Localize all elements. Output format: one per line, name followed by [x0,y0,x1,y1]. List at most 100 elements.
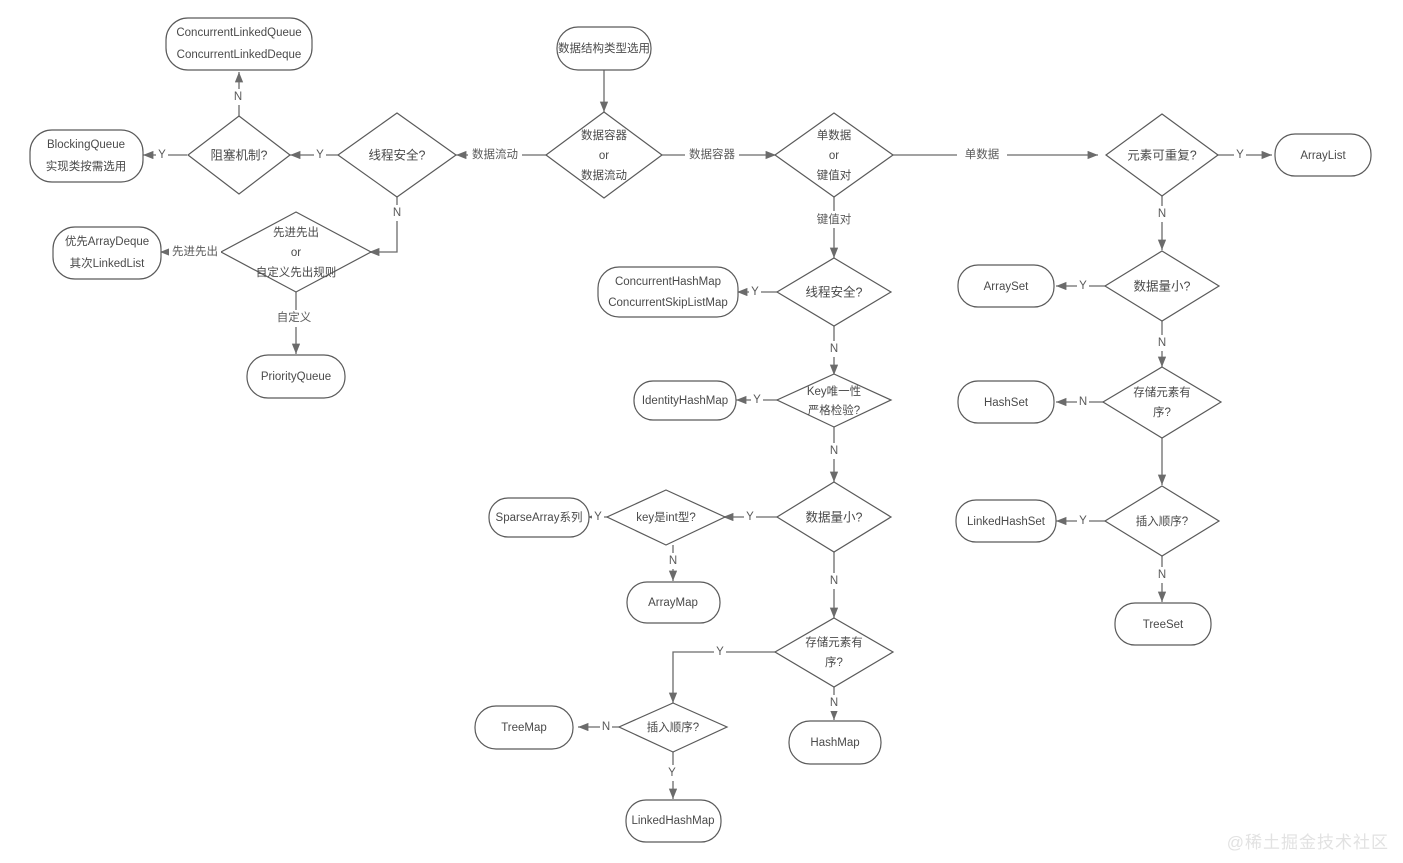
edge-label-n10: N [1158,337,1166,349]
edge-label-n-set-ordered: N [1079,396,1087,408]
node-map-small-data[interactable]: 数据量小? [775,481,893,553]
edge-label-n1: N [234,91,242,103]
node-fifo-or-custom-label-2: or [291,247,301,259]
node-set-insert-order[interactable]: 插入顺序? [1103,485,1221,557]
node-container-or-flow-label-2: or [599,150,609,162]
node-linked-hash-map[interactable]: LinkedHashMap [625,799,722,843]
node-map-ordered[interactable]: 存储元素有 序? [773,617,895,688]
node-priority-queue-label: PriorityQueue [261,371,331,383]
edge-mapordered-y-mapinsertorder [668,651,779,703]
node-element-repeat-label: 元素可重复? [1127,147,1197,162]
edges-layer [143,70,1272,799]
node-key-is-int-label: key是int型? [636,510,695,524]
node-key-unique-label-2: 严格检验? [808,403,860,417]
node-array-map-label: ArrayMap [648,597,698,609]
node-concurrent-linked[interactable]: ConcurrentLinkedQueue ConcurrentLinkedDe… [165,17,313,71]
node-array-set[interactable]: ArraySet [957,264,1055,308]
node-blocking-queue[interactable]: BlockingQueue 实现类按需选用 [29,129,144,183]
node-concurrent-linked-label-2: ConcurrentLinkedDeque [177,49,302,61]
node-key-unique[interactable]: Key唯一性 严格检验? [775,373,893,428]
edge-label-n6: N [830,575,838,587]
node-single-or-kv-label-2: or [829,150,839,162]
edge-label-y10: Y [1079,280,1087,292]
edge-label-y-set-insert: Y [1079,515,1087,527]
node-hash-map[interactable]: HashMap [788,720,882,765]
edge-label-n3: N [830,343,838,355]
node-linked-hash-map-label: LinkedHashMap [631,815,714,827]
edge-label-n7: N [830,697,838,709]
edge-labels-layer: 数据流动 数据容器 单数据 键值对 先进先出 自定义 Y Y Y Y Y Y Y… [156,89,1246,781]
node-element-repeat[interactable]: 元素可重复? [1104,113,1220,197]
node-hash-map-label: HashMap [810,737,859,749]
node-thread-safe-map-label: 线程安全? [806,284,863,299]
edge-label-y2: Y [158,149,166,161]
node-hash-set-label: HashSet [984,397,1029,409]
edge-label-n2: N [393,207,401,219]
node-container-or-flow-label-1: 数据容器 [581,128,627,142]
edge-label-single-data: 单数据 [965,147,1000,161]
node-map-ordered-label-2: 序? [825,655,843,669]
edge-label-custom: 自定义 [277,310,312,324]
node-array-list[interactable]: ArrayList [1274,133,1372,177]
edge-label-y6: Y [594,511,602,523]
node-array-map[interactable]: ArrayMap [626,581,721,624]
node-set-insert-order-label: 插入顺序? [1136,514,1188,528]
edge-label-y1: Y [316,149,324,161]
edge-label-fifo: 先进先出 [172,244,218,258]
edge-label-key-value: 键值对 [817,212,852,226]
node-single-or-kv-label-1: 单数据 [817,128,852,142]
node-linked-hash-set-label: LinkedHashSet [967,516,1046,528]
node-concurrent-linked-label-1: ConcurrentLinkedQueue [176,27,301,39]
node-key-is-int[interactable]: key是int型? [605,489,727,546]
node-thread-safe-left-label: 线程安全? [369,147,426,162]
node-set-ordered-label-1: 存储元素有 [1133,385,1191,399]
edge-label-y9: Y [1236,149,1244,161]
edge-threadsafe-n-fifo [369,193,398,257]
node-hash-set[interactable]: HashSet [957,380,1055,424]
node-map-insert-order[interactable]: 插入顺序? [617,702,729,753]
edge-label-n5: N [669,555,677,567]
node-sparse-array-label: SparseArray系列 [496,510,583,524]
node-set-ordered[interactable]: 存储元素有 序? [1101,366,1223,439]
edge-label-n9: N [1158,208,1166,220]
node-container-or-flow[interactable]: 数据容器 or 数据流动 [544,111,664,199]
node-array-list-label: ArrayList [1300,150,1346,162]
node-array-deque-label-1: 优先ArrayDeque [65,235,149,248]
node-start-label: 数据结构类型选用 [558,41,650,55]
node-set-small-data[interactable]: 数据量小? [1103,250,1221,322]
node-array-deque[interactable]: 优先ArrayDeque 其次LinkedList [52,226,162,280]
node-identity-hash-map[interactable]: IdentityHashMap [633,380,737,421]
node-key-unique-label-1: Key唯一性 [807,384,861,398]
node-set-ordered-label-2: 序? [1153,405,1171,419]
node-map-insert-order-label: 插入顺序? [647,720,699,734]
node-blocking-queue-label-2: 实现类按需选用 [46,159,127,173]
node-priority-queue[interactable]: PriorityQueue [246,354,346,399]
node-map-ordered-label-1: 存储元素有 [805,635,863,649]
node-thread-safe-map[interactable]: 线程安全? [775,257,893,327]
node-array-set-label: ArraySet [984,281,1030,293]
node-concurrent-maps[interactable]: ConcurrentHashMap ConcurrentSkipListMap [597,266,739,318]
node-concurrent-maps-label-2: ConcurrentSkipListMap [608,297,728,309]
node-container-or-flow-label-3: 数据流动 [581,168,627,182]
node-sparse-array[interactable]: SparseArray系列 [488,497,590,538]
node-thread-safe-left[interactable]: 线程安全? [336,112,458,198]
edge-label-y5: Y [746,511,754,523]
node-start[interactable]: 数据结构类型选用 [556,26,652,71]
node-identity-hash-map-label: IdentityHashMap [642,395,728,407]
node-array-deque-label-2: 其次LinkedList [70,256,146,270]
edge-label-y7: Y [716,646,724,658]
edge-label-n-set-insert: N [1158,569,1166,581]
node-tree-set[interactable]: TreeSet [1114,602,1212,646]
node-fifo-or-custom[interactable]: 先进先出 or 自定义先出规则 [219,211,373,293]
node-tree-map-label: TreeMap [501,722,547,734]
node-linked-hash-set[interactable]: LinkedHashSet [955,499,1057,543]
edge-label-data-flow: 数据流动 [472,147,518,161]
node-blocking[interactable]: 阻塞机制? [187,115,291,195]
node-single-or-kv[interactable]: 单数据 or 键值对 [773,112,895,198]
edge-label-n4: N [830,445,838,457]
node-tree-map[interactable]: TreeMap [474,705,574,750]
edge-label-y8: Y [668,767,676,779]
edge-label-data-container: 数据容器 [689,147,735,161]
